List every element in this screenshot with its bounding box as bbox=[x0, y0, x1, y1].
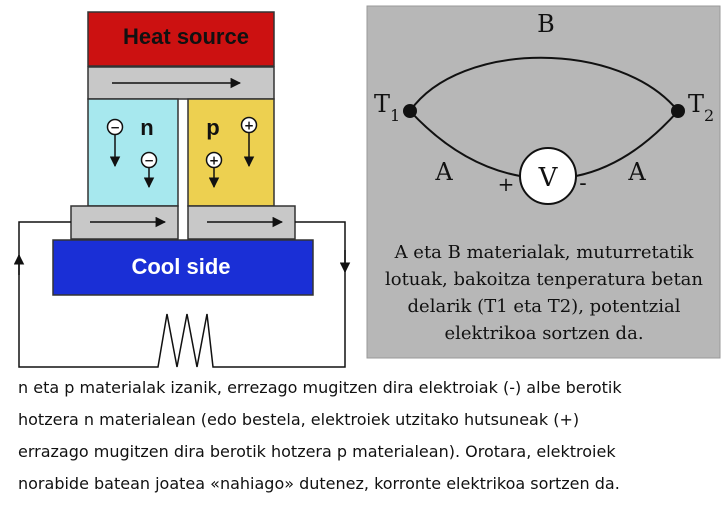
hole-carrier-1: + bbox=[240, 116, 258, 168]
wire-a-right bbox=[575, 110, 679, 177]
heat-source-label: Heat source bbox=[123, 24, 249, 49]
cool-side-block bbox=[52, 239, 314, 296]
description-line: elektrikoa sortzen da. bbox=[444, 323, 643, 344]
thermoelectric-module: Heat source n p − − + + bbox=[13, 11, 351, 368]
caption-paragraph: n eta p materialak izanik, errezago mugi… bbox=[18, 372, 718, 500]
junction-t2 bbox=[671, 104, 685, 118]
caption-line: hotzera n materialean (edo bestela, elek… bbox=[18, 410, 580, 429]
voltmeter-label: V bbox=[538, 163, 559, 193]
label-a-right: A bbox=[627, 158, 646, 186]
caption-line: n eta p materialak izanik, errezago mugi… bbox=[18, 378, 622, 397]
wire-b bbox=[409, 56, 679, 112]
description-line: lotuak, bakoitza tenperatura betan bbox=[385, 269, 703, 290]
label-t2: T2 bbox=[688, 90, 714, 125]
heat-source-block bbox=[87, 11, 275, 67]
label-t1: T1 bbox=[374, 90, 400, 125]
label-minus: - bbox=[579, 171, 586, 196]
plus-sign: + bbox=[209, 154, 219, 168]
p-label: p bbox=[206, 115, 219, 140]
description-line: delarik (T1 eta T2), potentzial bbox=[408, 296, 681, 317]
plus-sign: + bbox=[244, 119, 254, 133]
external-circuit-wire bbox=[18, 221, 346, 368]
cool-side-label: Cool side bbox=[131, 254, 230, 279]
junction-t1 bbox=[403, 104, 417, 118]
label-plus: + bbox=[498, 172, 515, 196]
n-label: n bbox=[140, 115, 153, 140]
voltmeter-circle bbox=[519, 147, 577, 205]
label-a-left: A bbox=[434, 158, 453, 186]
caption-line: errazago mugitzen dira berotik hotzera p… bbox=[18, 442, 616, 461]
thermocouple-panel: V B A A + - T1 T2 A eta B materialak, mu… bbox=[366, 5, 721, 359]
minus-sign: − bbox=[110, 121, 120, 135]
electron-carrier-2: − bbox=[140, 151, 158, 189]
wire-a-left bbox=[409, 110, 521, 177]
caption-line: norabide batean joatea «nahiago» dutenez… bbox=[18, 474, 620, 493]
electron-carrier-1: − bbox=[106, 118, 124, 168]
minus-sign: − bbox=[144, 154, 154, 168]
circuit-description: A eta B materialak, muturretatik lotuak,… bbox=[385, 242, 703, 344]
p-material-block bbox=[187, 98, 275, 207]
n-material-block bbox=[87, 98, 179, 207]
description-line: A eta B materialak, muturretatik bbox=[394, 242, 695, 263]
label-b: B bbox=[537, 10, 555, 38]
diagram-canvas: Heat source n p − − + + bbox=[13, 5, 721, 368]
hole-carrier-2: + bbox=[205, 151, 223, 189]
